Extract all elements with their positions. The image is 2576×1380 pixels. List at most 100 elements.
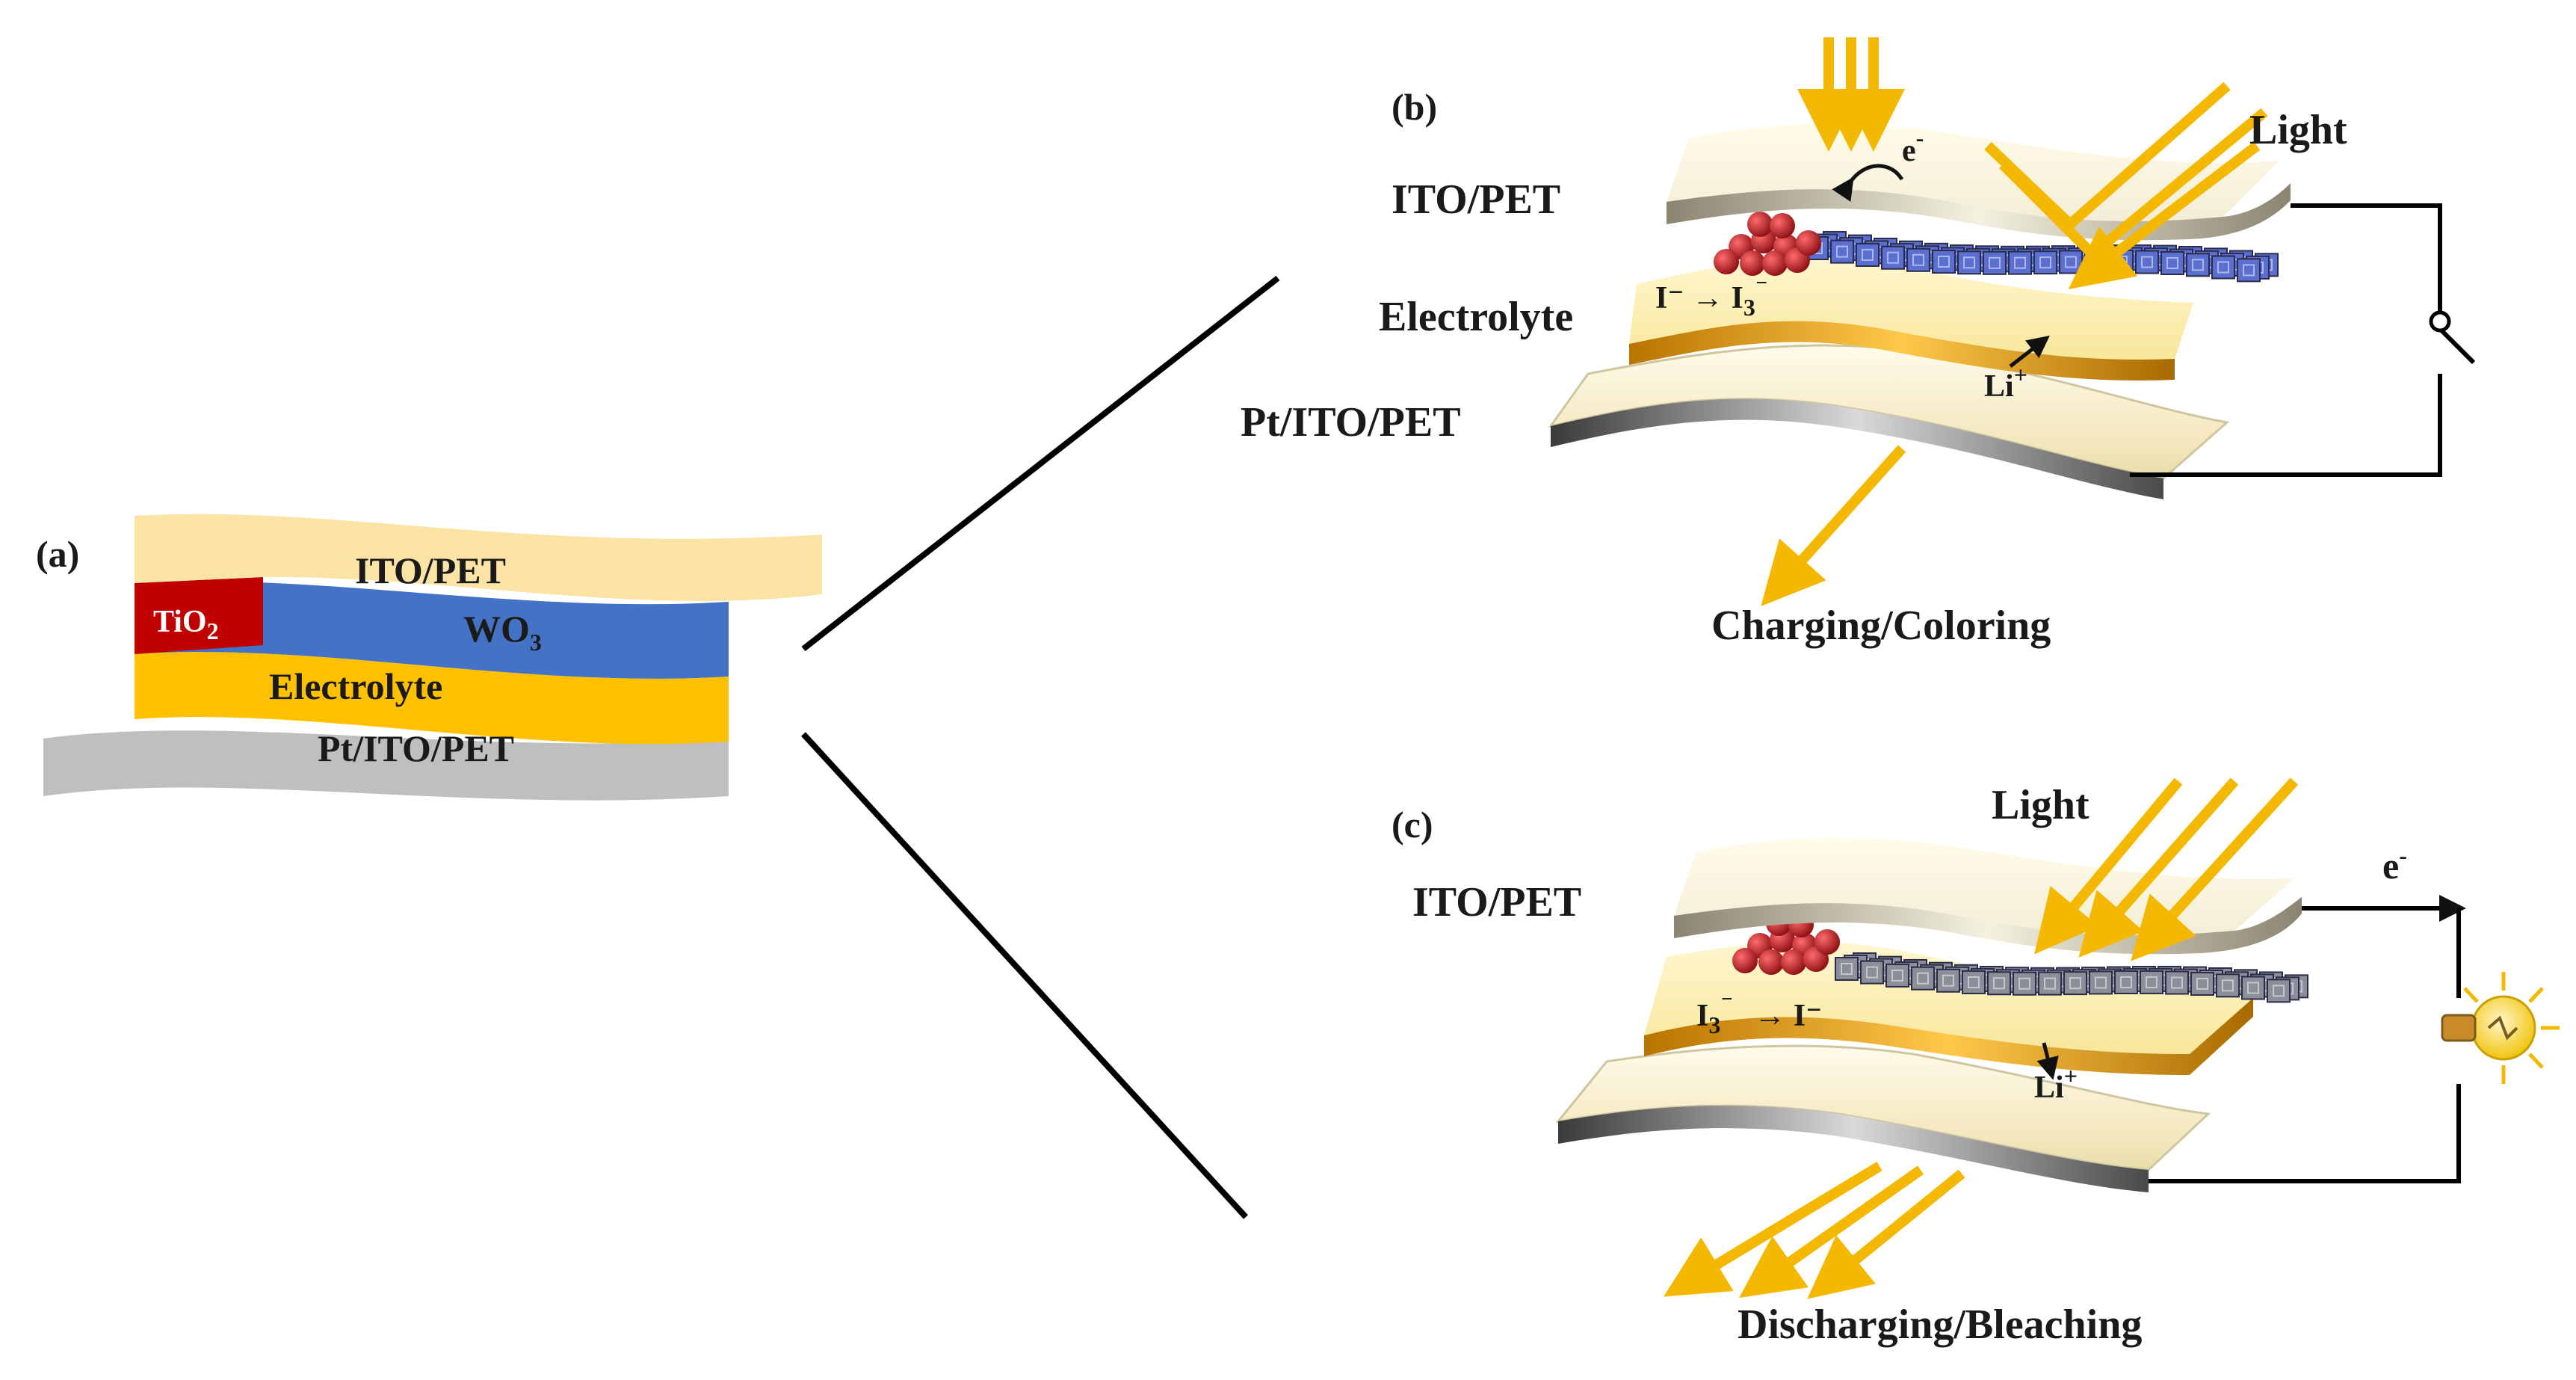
electron-label-b: e-	[1902, 124, 1924, 168]
li-ion-label-c: Li+	[2034, 1062, 2078, 1105]
wo3-cube	[2216, 973, 2240, 998]
wo3-cube	[1962, 970, 1986, 994]
wo3-cube	[1906, 247, 1930, 272]
tio2-bead	[1770, 213, 1795, 238]
light-arrows-b	[1761, 37, 2268, 606]
wo3-cube-face	[2217, 261, 2229, 274]
wo3-cube	[2140, 970, 2163, 994]
light-label-b: Light	[2249, 107, 2347, 153]
wo3-cube	[2089, 970, 2113, 995]
electrolyte-edge-b	[1629, 321, 2175, 381]
wo3-cube-face	[2014, 256, 2026, 269]
reaction-label-c: I3⁻→ I⁻	[1696, 989, 1822, 1038]
bottom-plate-edge-c	[1558, 1106, 2149, 1192]
wo3-cube-face	[1891, 969, 1903, 982]
wo3-cube	[1911, 966, 1935, 991]
wo3-cube	[2241, 976, 2265, 1000]
wo3-cube-face	[2273, 985, 2285, 997]
wo3-cube-face	[1993, 977, 2005, 990]
wo3-cube-face	[1841, 963, 1853, 975]
electron-label-c: e-	[2382, 842, 2407, 887]
wo3-cube	[2267, 979, 2291, 1003]
wo3-cube-face	[2039, 256, 2051, 269]
electrolyte-label-b: Electrolyte	[1379, 294, 1573, 340]
wo3-cube-face	[2044, 977, 2056, 990]
tio2-particles-b	[1714, 212, 1821, 276]
wo3-cube	[1835, 957, 1859, 981]
wo3-label: WO3	[463, 608, 542, 656]
wo3-cube	[1936, 968, 1960, 993]
wo3-layer	[135, 581, 729, 679]
wo3-cube	[2237, 258, 2261, 283]
tio2-bead	[1747, 212, 1773, 237]
wo3-cube-face	[2069, 977, 2081, 990]
tio2-bead	[1740, 250, 1765, 276]
wo3-cube-face	[1968, 976, 1980, 988]
tio2-bead	[1758, 949, 1784, 975]
wo3-cube	[1987, 971, 2011, 996]
wo3-cube-face	[1862, 248, 1874, 261]
panel-b-tag: (b)	[1392, 86, 1437, 128]
wo3-cube	[2063, 971, 2087, 996]
wo3-cube	[1932, 249, 1956, 274]
wo3-cube-face	[2196, 978, 2208, 991]
wo3-cube	[2135, 250, 2159, 274]
pt-ito-pet-label: Pt/ITO/PET	[318, 727, 514, 769]
wo3-cube	[2033, 250, 2057, 275]
wo3-cube	[2114, 970, 2138, 994]
wo3-cube-face	[2171, 976, 2183, 989]
wo3-cube	[1983, 250, 2007, 275]
tio2-label: TiO2	[153, 605, 219, 644]
tio2-bead	[1732, 948, 1758, 973]
li-arrow-c	[2036, 1042, 2059, 1080]
wo3-cube-face	[2120, 976, 2132, 988]
wo3-cube-face	[2095, 976, 2107, 989]
wo3-cube	[2008, 250, 2032, 275]
wo3-cube-face	[2222, 979, 2234, 992]
wo3-cube-face	[1917, 972, 1929, 985]
wo3-cube-face	[2166, 257, 2178, 270]
wo3-cube-face	[2146, 976, 2158, 988]
wo3-cube	[2165, 970, 2189, 995]
wo3-cube	[2190, 972, 2214, 997]
ito-pet-label-b: ITO/PET	[1392, 176, 1560, 223]
li-arrow-b	[2009, 335, 2050, 368]
wo3-cube	[2186, 253, 2210, 277]
tio2-bead	[1781, 949, 1806, 975]
ito-pet-label-c: ITO/PET	[1412, 879, 1581, 925]
tio2-bead	[1714, 249, 1739, 274]
wo3-cube-face	[2243, 264, 2255, 277]
tio2-bead	[1796, 230, 1821, 256]
wo3-cube-face	[1836, 245, 1848, 258]
switch-pivot-b	[2429, 310, 2451, 333]
wo3-cube-face	[2141, 256, 2153, 268]
electrolyte-layer	[135, 652, 729, 745]
panel-a: (a) ITO/PET TiO2 WO3 Electrolyte Pt/ITO/…	[36, 514, 822, 801]
electrolyte-label: Electrolyte	[269, 665, 442, 707]
wo3-cube	[1881, 245, 1905, 270]
tio2-bead	[1814, 929, 1840, 955]
wo3-cube-face	[1866, 966, 1878, 979]
wo3-cube-face	[2247, 982, 2259, 994]
wo3-cube	[1957, 250, 1981, 275]
panel-c: (c)	[1392, 777, 2560, 1348]
tio2-layer	[135, 577, 263, 654]
wo3-cube	[2059, 250, 2083, 274]
wo3-cube	[2160, 251, 2184, 276]
wo3-bleached-blocks-c	[1835, 952, 2308, 1003]
lightbulb-icon	[2441, 972, 2560, 1084]
connector-to-panel-c	[801, 732, 1248, 1219]
wo3-cube-face	[1963, 256, 1975, 269]
wo3-cube	[1860, 960, 1884, 985]
wo3-cube-face	[1989, 256, 2001, 269]
wo3-cube-face	[1938, 255, 1950, 268]
ito-pet-layer	[135, 514, 822, 601]
circuit-c	[2149, 895, 2466, 1183]
wo3-cube	[1856, 242, 1880, 267]
wo3-cube	[2211, 255, 2235, 280]
wo3-cube	[2013, 971, 2036, 996]
pt-ito-pet-label-b: Pt/ITO/PET	[1241, 399, 1461, 446]
panel-a-tag: (a)	[36, 533, 79, 575]
tio2-bead	[1762, 250, 1788, 276]
wo3-cube	[2038, 971, 2062, 996]
